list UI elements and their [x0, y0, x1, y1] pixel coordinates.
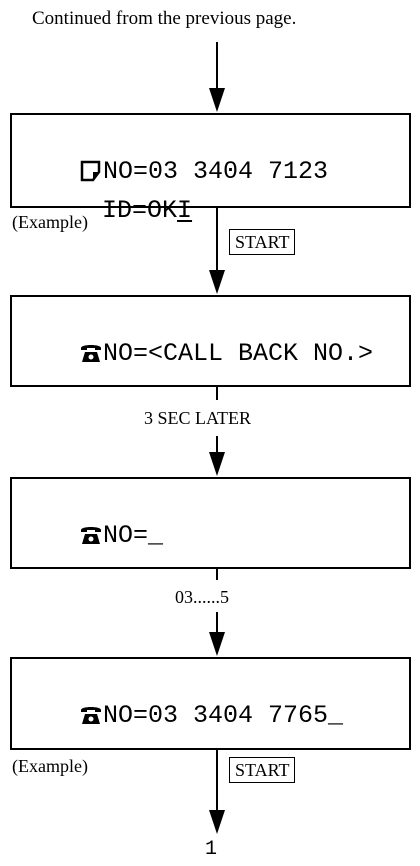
start-button-2[interactable]: START: [229, 757, 296, 783]
cursor: I: [177, 196, 193, 225]
delay-label: 3 SEC LATER: [144, 408, 252, 428]
arrow-head-5: [209, 810, 225, 834]
telephone-icon: [81, 527, 102, 545]
telephone-icon: [81, 707, 102, 725]
lcd-line-1: NO=03 3404 7765_: [20, 671, 343, 761]
continued-caption: Continued from the previous page.: [32, 8, 297, 29]
lcd-line-1: NO=03 3404 7123: [20, 127, 328, 217]
example-label-1: (Example): [12, 212, 88, 232]
lcd-line-1: NO=_: [20, 491, 163, 581]
lcd-line-1: NO=<CALL BACK NO.>: [20, 309, 373, 399]
arrow-head-4: [209, 632, 225, 656]
continue-marker: 1: [205, 838, 218, 861]
arrow-head-3: [209, 452, 225, 476]
lcd-line-2: ID=OKI: [102, 196, 193, 225]
example-label-2: (Example): [12, 756, 88, 776]
start-button-1[interactable]: START: [229, 229, 296, 255]
lcd-screen-4: NO=03 3404 7765_: [10, 657, 411, 750]
arrow-head-1: [209, 88, 225, 112]
digits-label: 03......5: [175, 587, 229, 607]
lcd-screen-2: NO=<CALL BACK NO.>: [10, 295, 411, 387]
document-icon: [80, 161, 101, 182]
lcd-screen-1: NO=03 3404 7123 ID=OKI: [10, 113, 411, 225]
telephone-icon: [81, 345, 102, 363]
arrow-head-2: [209, 270, 225, 294]
lcd-screen-3: NO=_: [10, 477, 411, 569]
